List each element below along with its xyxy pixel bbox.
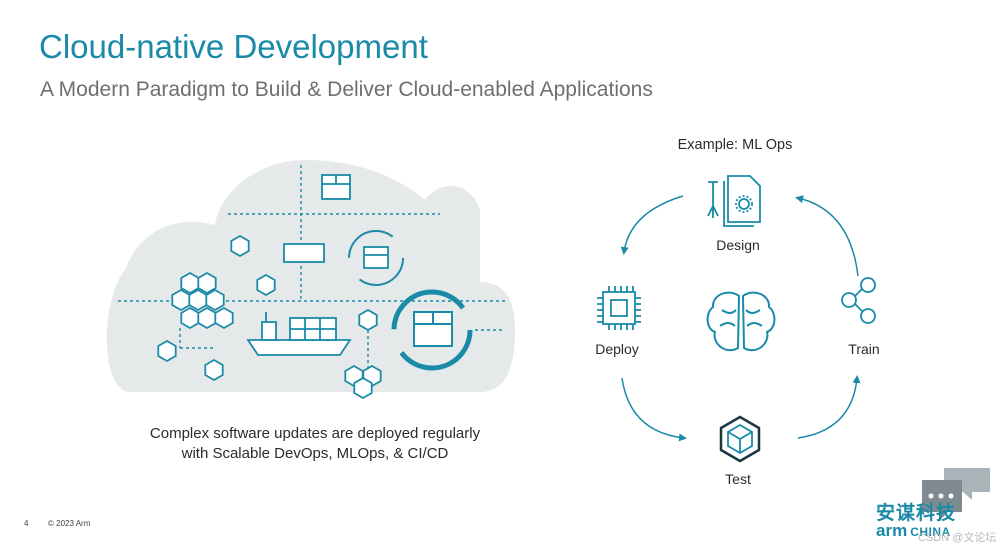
cycle-arrows-icon [348,230,404,286]
logo-chinese-name: 安谋科技 [876,503,957,524]
cloud-shape [106,160,515,392]
illustration-caption-line1: Complex software updates are deployed re… [149,425,481,442]
brain-icon [706,291,776,352]
page-title: Cloud-native Development [39,28,428,65]
logo-arm-word: arm [876,521,908,540]
copyright: © 2023 Arm [48,519,91,528]
share-nodes-icon [841,277,876,324]
container-ship-icon [246,312,352,356]
cycle-arrows [620,195,861,442]
logo-china-word: CHINA [910,525,951,539]
step-label-design: Design [716,237,760,253]
cycle-arrows-icon [391,289,473,371]
chat-bubbles-icon [922,468,990,520]
node-box-icon [283,243,325,263]
step-label-test: Test [725,471,751,487]
page-subtitle: A Modern Paradigm to Build & Deliver Clo… [40,78,653,101]
watermark: CSDN @文论坛 [918,532,997,544]
step-label-deploy: Deploy [595,341,639,357]
cycle-heading: Example: ML Ops [677,137,793,153]
package-box-icon [321,174,351,200]
tools-document-gear-icon [707,175,761,227]
cube-hexagon-icon [719,415,761,463]
step-label-train: Train [848,341,880,357]
page-number: 4 [24,519,29,528]
chip-icon [597,286,641,330]
illustration-caption-line2: with Scalable DevOps, MLOps, & CI/CD [181,445,449,462]
